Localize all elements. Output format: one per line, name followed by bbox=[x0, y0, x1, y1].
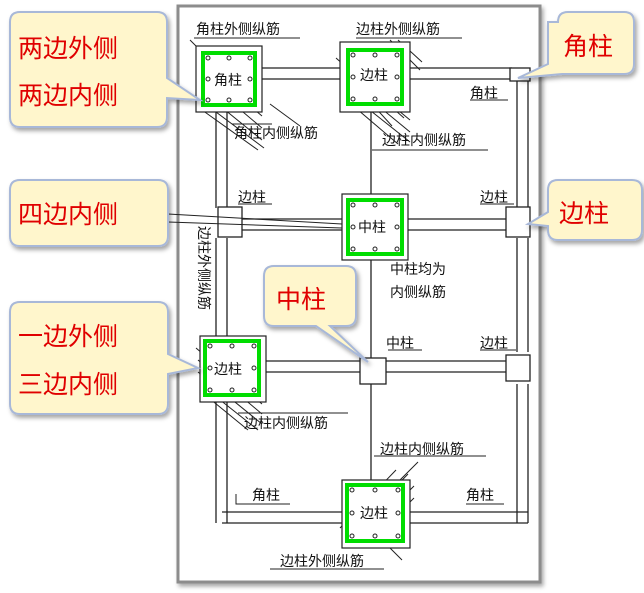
column-row3-left bbox=[199, 335, 267, 403]
callout-four-inner bbox=[9, 179, 169, 247]
label-edge-column-top: 边柱 bbox=[360, 68, 388, 84]
label-corner-inner-rebar: 角柱内侧纵筋 bbox=[234, 125, 318, 142]
callout-text-two-outer: 两边外侧 bbox=[18, 34, 118, 63]
callout-text-three-inner: 三边内侧 bbox=[18, 370, 118, 399]
label-edge-column-row2-left: 边柱 bbox=[238, 190, 266, 206]
callout-text-corner-column: 角柱 bbox=[563, 32, 613, 61]
label-corner-column-top-right: 角柱 bbox=[470, 86, 498, 102]
column-top-left bbox=[195, 45, 263, 113]
column-bottom-mid bbox=[341, 479, 411, 549]
beam-col-right bbox=[516, 68, 529, 523]
diagram-labels: 角柱外侧纵筋 角柱 角柱内侧纵筋 边柱外侧纵筋 边柱 边柱内侧纵筋 角柱 边柱 … bbox=[195, 21, 508, 570]
label-corner-column: 角柱 bbox=[214, 73, 242, 89]
label-center-note-2: 内侧纵筋 bbox=[390, 284, 446, 301]
column-row3-mid bbox=[359, 357, 387, 385]
leader-lines bbox=[194, 37, 516, 570]
label-edge-column-row3-right: 边柱 bbox=[480, 336, 508, 352]
beam-row-2 bbox=[242, 218, 506, 231]
callout-text-center-column: 中柱 bbox=[276, 285, 326, 314]
beam-row-1 bbox=[258, 67, 512, 80]
beam-grid bbox=[215, 67, 529, 524]
label-edge-outer-rebar-top: 边柱外侧纵筋 bbox=[356, 21, 440, 38]
callout-one-outer-three-inner bbox=[9, 301, 202, 415]
label-edge-column-row2-right: 边柱 bbox=[480, 190, 508, 206]
label-edge-inner-rebar-bottom: 边柱内侧纵筋 bbox=[380, 441, 464, 458]
rebar-dots bbox=[205, 55, 253, 103]
label-corner-column-bottom-right: 角柱 bbox=[466, 488, 494, 504]
label-center-column: 中柱 bbox=[358, 220, 386, 236]
label-edge-column-row3-left: 边柱 bbox=[214, 362, 242, 378]
column-row2-left bbox=[217, 206, 243, 238]
callout-corner-column bbox=[517, 11, 635, 79]
label-edge-inner-rebar-row3: 边柱内侧纵筋 bbox=[244, 415, 328, 432]
label-corner-column-bottom-left: 角柱 bbox=[252, 488, 280, 504]
label-center-note-1: 中柱均为 bbox=[390, 262, 446, 278]
callout-connectors bbox=[167, 213, 343, 229]
column-top-mid bbox=[339, 41, 411, 113]
callout-text-edge-column: 边柱 bbox=[559, 199, 609, 228]
column-row3-right bbox=[505, 354, 531, 382]
callout-text-four-inner: 四边内侧 bbox=[18, 200, 118, 229]
beam-row-3 bbox=[258, 360, 506, 373]
callout-edge-column bbox=[524, 179, 643, 241]
callout-text-one-outer: 一边外侧 bbox=[18, 322, 118, 351]
callout-text-two-inner: 两边内侧 bbox=[18, 81, 118, 110]
callout-corner-two-outer bbox=[9, 11, 204, 128]
beam-row-4 bbox=[222, 511, 528, 524]
label-edge-column-bottom: 边柱 bbox=[360, 506, 388, 522]
label-edge-outer-rebar-vertical: 边柱外侧纵筋 bbox=[195, 226, 212, 310]
label-edge-outer-rebar-bottom: 边柱外侧纵筋 bbox=[280, 553, 364, 570]
label-edge-inner-rebar-top: 边柱内侧纵筋 bbox=[382, 132, 466, 149]
label-center-column-row3: 中柱 bbox=[386, 336, 414, 352]
column-row2-right bbox=[505, 206, 531, 238]
plain-columns bbox=[217, 67, 531, 385]
beam-col-left bbox=[215, 112, 228, 523]
label-corner-outer-rebar: 角柱外侧纵筋 bbox=[196, 21, 280, 38]
callout-center-column bbox=[263, 265, 369, 363]
column-center bbox=[341, 193, 409, 261]
